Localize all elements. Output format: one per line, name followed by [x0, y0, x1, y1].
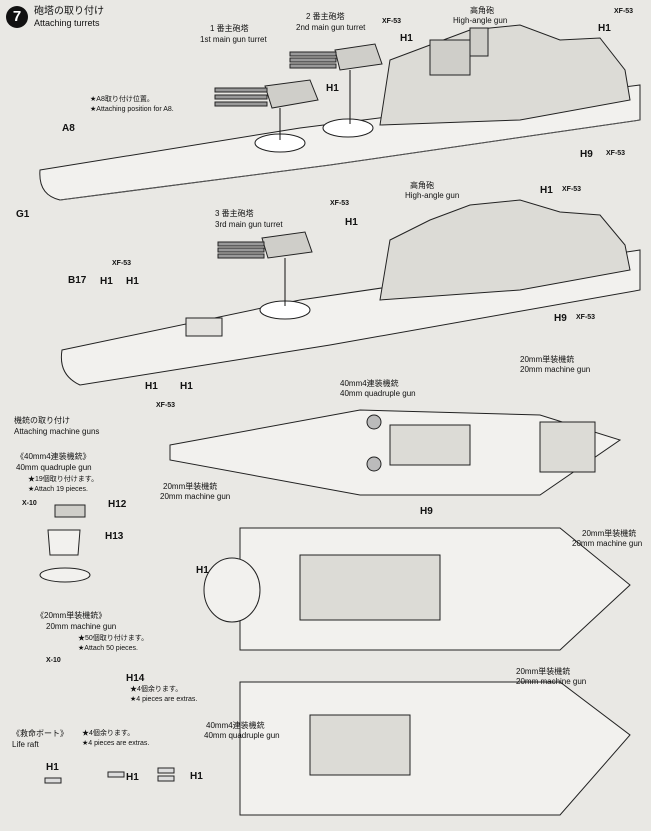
part-g1: G1 — [16, 209, 30, 220]
part-h14: H14 — [126, 673, 145, 684]
part-a8: A8 — [62, 123, 75, 134]
part-h1-j: H1 — [196, 565, 209, 576]
paint-x10-a: X-10 — [22, 500, 37, 507]
quad-title-ja: 《40mm4連装機銃》 — [16, 452, 91, 461]
turret3-label-ja: 3 番主砲塔 — [215, 209, 254, 218]
deck-plan-mg-upper — [169, 409, 622, 496]
turret-1-upper — [214, 79, 319, 109]
turret-2-upper — [289, 43, 383, 71]
part-h1-d: H1 — [540, 185, 553, 196]
extras-en: ★4 pieces are extras. — [130, 696, 198, 703]
turret-3-middle — [217, 231, 313, 259]
a8-note-en: ★Attaching position for A8. — [90, 106, 174, 113]
part-h9-b: H9 — [554, 313, 567, 324]
part-h1-f: H1 — [100, 276, 113, 287]
callout-20-en-3: 20mm machine gun — [572, 539, 643, 548]
turret1-label-en: 1st main gun turret — [200, 35, 267, 44]
turret3-label-en: 3rd main gun turret — [215, 220, 283, 229]
raft-title-ja: 《救命ボート》 — [12, 729, 68, 738]
a8-note-ja: ★A8取り付け位置。 — [90, 96, 154, 103]
turret2-label-ja: 2 番主砲塔 — [306, 12, 345, 21]
callout-20-en-4: 20mm machine gun — [516, 677, 587, 686]
single-attach-ja: ★50個取り付けます。 — [78, 635, 149, 642]
turret2-label-en: 2nd main gun turret — [296, 23, 366, 32]
callout-quad-en-1: 40mm quadruple gun — [340, 389, 416, 398]
part-h9-c: H9 — [420, 506, 433, 517]
quad-attach-en: ★Attach 19 pieces. — [28, 486, 88, 493]
paint-xf53-f: XF-53 — [576, 314, 596, 321]
quad-gun-subassembly — [39, 504, 91, 583]
single-title-en: 20mm machine gun — [46, 622, 117, 631]
paint-xf53-e: XF-53 — [330, 200, 350, 207]
high-angle2-label-ja: 高角砲 — [410, 181, 434, 190]
turret1-label-ja: 1 番主砲塔 — [210, 24, 249, 33]
part-h1-a: H1 — [400, 33, 413, 44]
extras-ja: ★4個余ります。 — [130, 686, 183, 693]
hull-deck-middle — [60, 199, 641, 386]
part-h1-c: H1 — [326, 83, 339, 94]
quad-attach-ja: ★19個取り付けます。 — [28, 476, 99, 483]
callout-20-ja-1: 20mm単装機銃 — [520, 355, 575, 364]
raft-extras-ja: ★4個余ります。 — [82, 730, 135, 737]
single-title-ja: 《20mm単装機銃》 — [36, 611, 107, 620]
part-h9-a: H9 — [580, 149, 593, 160]
callout-quad-en-2: 40mm quadruple gun — [204, 731, 280, 740]
high-angle-label-ja: 高角砲 — [470, 6, 494, 15]
raft-extras-en: ★4 pieces are extras. — [82, 740, 150, 747]
deck-plan-lower — [239, 681, 631, 816]
part-h1-l: H1 — [126, 772, 139, 783]
part-b17: B17 — [68, 275, 87, 286]
paint-xf53-d: XF-53 — [562, 186, 582, 193]
step-title-ja: 砲塔の取り付け — [34, 6, 104, 17]
paint-xf53-b: XF-53 — [614, 8, 634, 15]
paint-xf53-a: XF-53 — [382, 18, 402, 25]
part-h12: H12 — [108, 499, 127, 510]
callout-20-en-1: 20mm machine gun — [520, 365, 591, 374]
callout-20-ja-2: 20mm単装機銃 — [163, 482, 218, 491]
mg-title-ja: 機銃の取り付け — [14, 416, 70, 425]
raft-title-en: Life raft — [12, 740, 39, 749]
part-h13: H13 — [105, 531, 124, 542]
deck-plan-main — [203, 527, 631, 651]
hull-deck-upper — [39, 24, 641, 201]
paint-x10-b: X-10 — [46, 657, 61, 664]
single-attach-en: ★Attach 50 pieces. — [78, 645, 138, 652]
part-h1-h: H1 — [145, 381, 158, 392]
part-h1-b: H1 — [598, 23, 611, 34]
part-h1-e: H1 — [345, 217, 358, 228]
callout-20-en-2: 20mm machine gun — [160, 492, 231, 501]
step-title-en: Attaching turrets — [34, 18, 100, 28]
paint-xf53-h: XF-53 — [156, 402, 176, 409]
part-h1-g: H1 — [126, 276, 139, 287]
part-h1-k: H1 — [46, 762, 59, 773]
callout-20-ja-3: 20mm単装機銃 — [582, 529, 637, 538]
callout-quad-ja-2: 40mm4連装機銃 — [206, 721, 265, 730]
mg-title-en: Attaching machine guns — [14, 427, 100, 436]
paint-xf53-g: XF-53 — [112, 260, 132, 267]
life-raft-icons — [44, 767, 175, 784]
high-angle2-label-en: High-angle gun — [405, 191, 460, 200]
part-h1-m: H1 — [190, 771, 203, 782]
paint-xf53-c: XF-53 — [606, 150, 626, 157]
callout-20-ja-4: 20mm単装機銃 — [516, 667, 571, 676]
part-h1-i: H1 — [180, 381, 193, 392]
high-angle-label-en: High-angle gun — [453, 16, 508, 25]
step-number-badge: 7 — [6, 6, 28, 28]
quad-title-en: 40mm quadruple gun — [16, 463, 92, 472]
callout-quad-ja-1: 40mm4連装機銃 — [340, 379, 399, 388]
